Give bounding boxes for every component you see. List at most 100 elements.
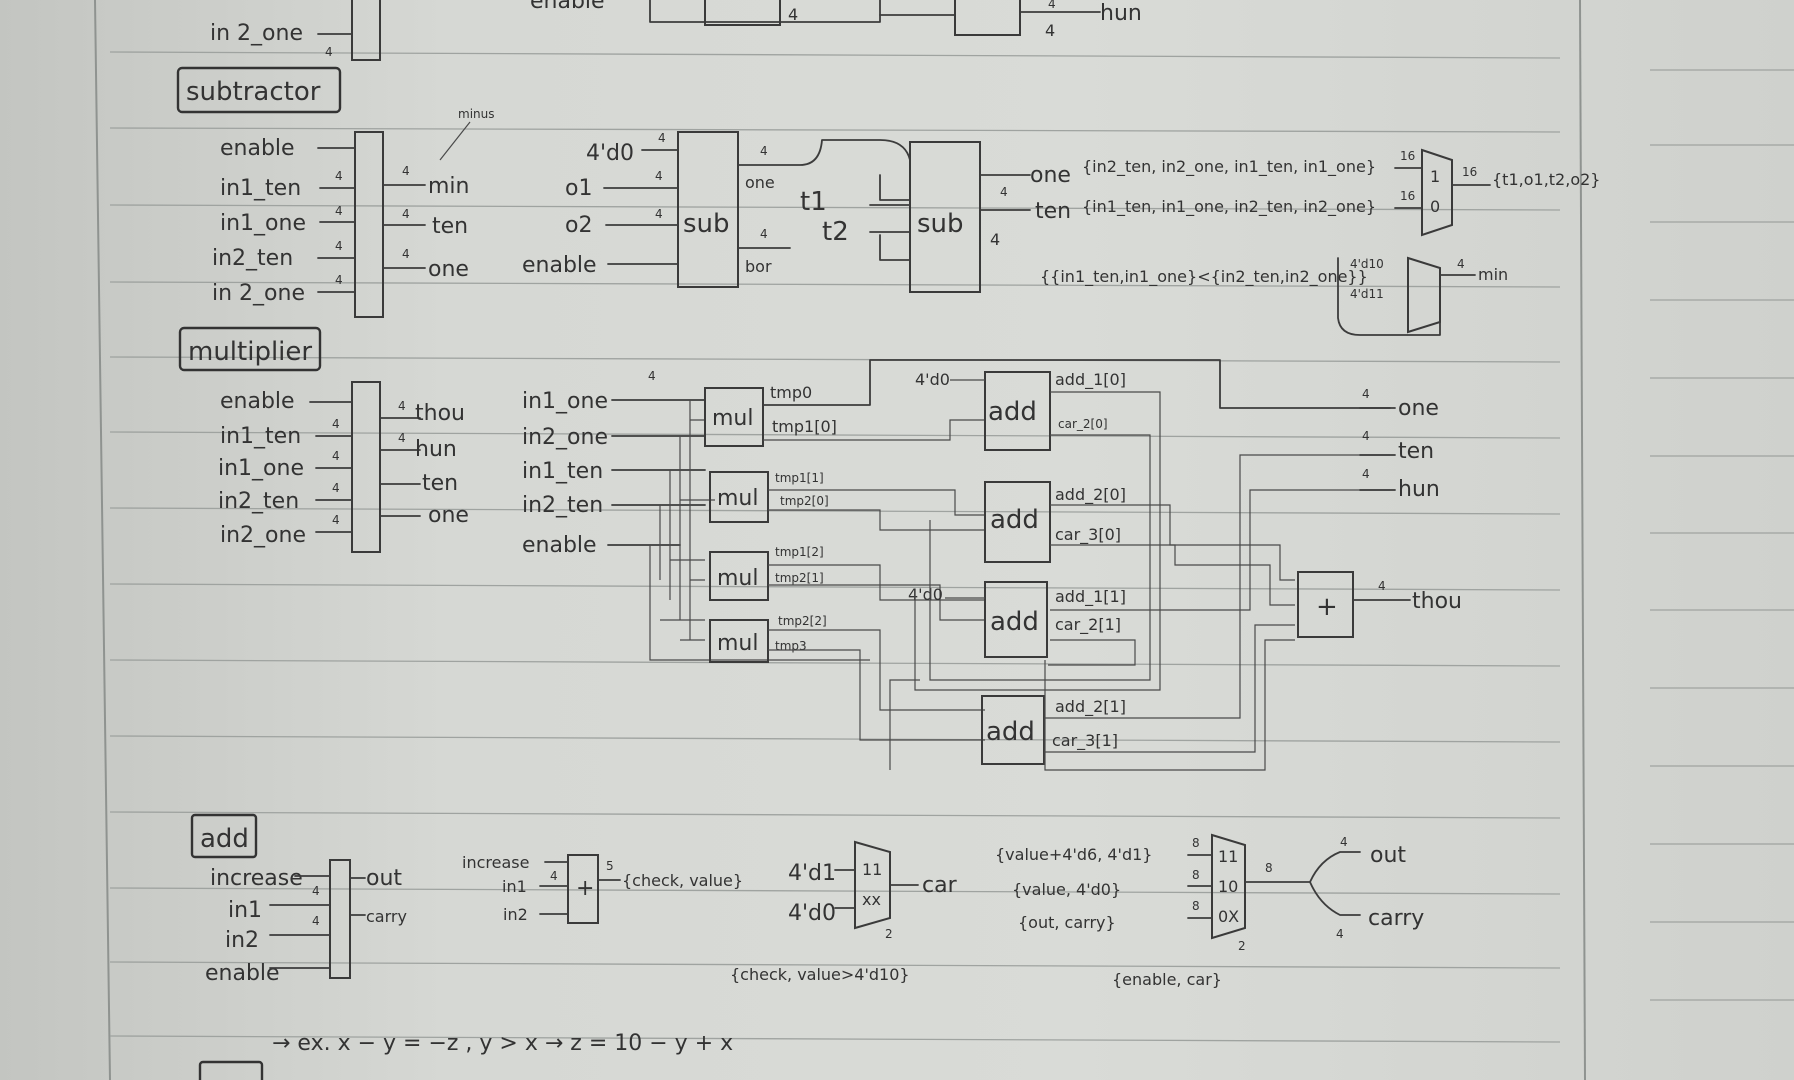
mux2-sel-bits: 2 [1238, 939, 1246, 953]
add1-out-b: car_2[0] [1058, 417, 1108, 431]
add3-in: 4'd0 [908, 585, 943, 604]
mux2-out-out: out [1370, 843, 1406, 868]
add-out-out: out [366, 866, 402, 891]
sub-mux-bits-out: 16 [1462, 165, 1477, 179]
mux2-bits-c: 8 [1192, 899, 1200, 913]
mux2-sel: {enable, car} [1112, 970, 1222, 989]
sub1-in-o1: o1 [565, 176, 592, 201]
sub-in-in1-one: in1_one [220, 211, 306, 236]
mul-final-hun: hun [1398, 477, 1440, 502]
mux2-case-b: 10 [1218, 877, 1238, 896]
mux2-obit-a: 4 [1340, 835, 1348, 849]
sub1-bit-b: 4 [655, 169, 663, 183]
top-fragment: in 2_one 4 enable 4 4 hun 4 [210, 0, 1142, 61]
multiplier-section: multiplier enable in1_ten in1_one in2_te… [178, 326, 1462, 771]
adder-in-increase: increase [462, 853, 529, 872]
subtractor-section: subtractor minus enable in1_ten in1_one … [176, 66, 1600, 336]
mux1-cond: {check, value>4'd10} [730, 965, 910, 984]
add4-out-b: car_3[1] [1052, 731, 1118, 751]
add-out-carry: carry [366, 907, 407, 926]
mul-out-thou: thou [415, 401, 465, 426]
add-in-increase: increase [210, 866, 303, 891]
mul-ibit-a: 4 [648, 369, 656, 383]
sub-mux-out: {t1,o1,t2,o2} [1492, 170, 1600, 189]
sub-out-min: min [428, 174, 470, 199]
sub1-bit-c: 4 [655, 207, 663, 221]
mul4-out-b: tmp3 [775, 639, 807, 653]
mul-final-ten: ten [1398, 439, 1434, 464]
mul-bit-c: 4 [332, 481, 340, 495]
mul-obit-b: 4 [398, 431, 406, 445]
mux1-sel-bits: 2 [885, 927, 893, 941]
mul-final-one: one [1398, 396, 1439, 421]
sub-obit-a: 4 [402, 164, 410, 178]
mux2-out-carry: carry [1368, 906, 1424, 931]
mul2-out-a: tmp1[1] [775, 471, 824, 485]
sub-mid-t1: t1 [800, 187, 827, 217]
mul-in-in2-ten: in2_ten [218, 489, 299, 514]
adder-in-in2: in2 [503, 905, 528, 924]
add1-out-a: add_1[0] [1055, 370, 1126, 390]
sub-obit-b: 4 [402, 207, 410, 221]
add2-out-a: add_2[0] [1055, 485, 1126, 505]
mul-fbit-d: 4 [1378, 579, 1386, 593]
mul2-out-b: tmp2[0] [780, 494, 829, 508]
mux2-in-a: {value+4'd6, 4'd1} [995, 845, 1152, 864]
add-in-in1: in1 [228, 898, 262, 923]
mul4-label: mul [717, 631, 759, 656]
multiplier-title: multiplier [188, 337, 312, 367]
mul4-out-a: tmp2[2] [778, 614, 827, 628]
sub-mux2-in-b: 4'd11 [1350, 287, 1384, 301]
sub-bit-d: 4 [335, 273, 343, 287]
sub1-in-o2: o2 [565, 213, 592, 238]
sub-mux-sel-0: 0 [1430, 197, 1440, 216]
sub-out-one: one [428, 257, 469, 282]
sub-obit-c: 4 [402, 247, 410, 261]
sub-mux2-out: min [1478, 265, 1508, 284]
add2-out-b: car_3[0] [1055, 525, 1121, 545]
mux2-bits-out: 8 [1265, 861, 1273, 875]
mux2-obit-b: 4 [1336, 927, 1344, 941]
add-adder-op: + [576, 876, 594, 901]
add-in-enable: enable [205, 961, 280, 986]
top-bit-label: 4 [325, 45, 333, 59]
mux2-bits-b: 8 [1192, 868, 1200, 882]
mux1-out: car [922, 873, 958, 898]
mul-final-thou: thou [1412, 589, 1462, 614]
sub-mux-bits-a: 16 [1400, 149, 1415, 163]
sub-mux2-in-a: 4'd10 [1350, 257, 1384, 271]
footnote: → ex. x − y = −z , y > x → z = 10 − y + … [198, 1031, 733, 1080]
top-four-a: 4 [788, 5, 798, 24]
mul-sig-in2-one: in2_one [522, 425, 608, 450]
mul-fbit-b: 4 [1362, 429, 1370, 443]
mux1-in-a: 4'd1 [788, 861, 836, 886]
mul1-out-b: tmp1[0] [772, 417, 837, 436]
mul3-out-b: tmp2[1] [775, 571, 824, 585]
add4-label: add [986, 717, 1035, 747]
sub-bit-b: 4 [335, 204, 343, 218]
sub-bit-a: 4 [335, 169, 343, 183]
mul2-label: mul [717, 486, 759, 511]
ruled-lines [94, 0, 1794, 1080]
top-enable-label: enable [530, 0, 605, 14]
add1-label: add [988, 397, 1037, 427]
sub2-bit-a: 4 [1000, 185, 1008, 199]
top-in2-one-label: in 2_one [210, 21, 303, 46]
subtractor-title: subtractor [186, 77, 321, 107]
mux2-bits-a: 8 [1192, 836, 1200, 850]
sub-mux-in-b: {in1_ten, in1_one, in2_ten, in2_one} [1082, 197, 1376, 217]
mul-bit-d: 4 [332, 513, 340, 527]
adder-bit-in: 4 [550, 869, 558, 883]
mul-in-in1-one: in1_one [218, 456, 304, 481]
mul-fbit-a: 4 [1362, 387, 1370, 401]
sub1-in-4d0: 4'd0 [586, 141, 634, 166]
sub-mux-bits-b: 16 [1400, 189, 1415, 203]
footnote-text: → ex. x − y = −z , y > x → z = 10 − y + … [272, 1031, 733, 1056]
sub1-out-one: one [745, 173, 775, 192]
sub1-obit-a: 4 [760, 144, 768, 158]
mux1-case-b: xx [862, 890, 881, 909]
mul-sig-enable: enable [522, 533, 597, 558]
sub1-in-enable: enable [522, 253, 597, 278]
add-section: add increase in1 in2 enable 4 4 out carr… [190, 813, 1424, 989]
